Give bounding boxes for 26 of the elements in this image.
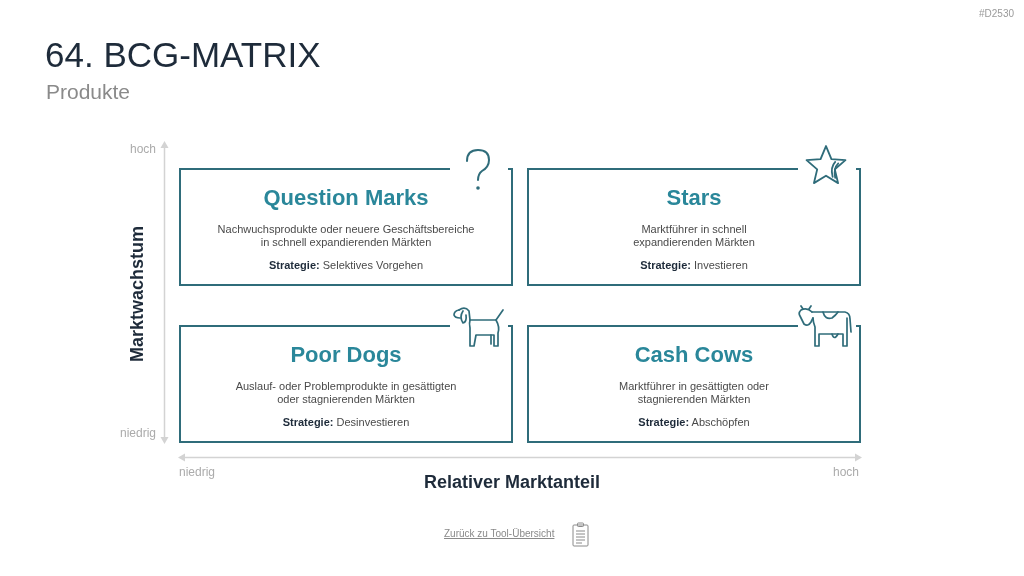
quadrant-box bbox=[527, 325, 861, 443]
strategy-text: Strategie: Abschöpfen bbox=[638, 416, 750, 429]
strategy-text: Strategie: Investieren bbox=[640, 259, 748, 272]
quadrant-title: Poor Dogs bbox=[290, 341, 402, 368]
strategy-text: Strategie: Desinvestieren bbox=[282, 416, 410, 429]
strategy-text: Strategie: Selektives Vorgehen bbox=[268, 259, 424, 272]
quadrant-description: Nachwuchsprodukte oder neuere Geschäftsbereiche in schnell expandierenden Märkten bbox=[216, 223, 476, 249]
quadrant-description: Auslauf- oder Problemprodukte in gesättigten oder stagnierenden Märkten bbox=[234, 380, 458, 406]
quadrant-description: Marktführer in schnell expandierenden Märkten bbox=[632, 223, 756, 249]
axis-end-label: hoch bbox=[129, 142, 156, 157]
quadrant-box bbox=[527, 168, 861, 286]
axis-end-label: niedrig bbox=[179, 465, 216, 480]
page-title: 64. BCG-MATRIX bbox=[45, 34, 321, 76]
quadrant-description: Marktführer in gesättigten oder stagnierenden Märkten bbox=[618, 380, 770, 406]
quadrant-title: Stars bbox=[666, 184, 722, 211]
axis-title: Relativer Marktanteil bbox=[422, 471, 602, 494]
axis-title: Marktwachstum bbox=[128, 226, 146, 363]
quadrant-box bbox=[179, 325, 513, 443]
axis-end-label: niedrig bbox=[119, 426, 156, 441]
slide-id: #D2530 bbox=[978, 8, 1014, 21]
page-subtitle: Produkte bbox=[46, 79, 131, 105]
quadrant-box bbox=[179, 168, 513, 286]
axis-end-label: hoch bbox=[832, 465, 859, 480]
quadrant-title: Cash Cows bbox=[634, 341, 754, 368]
back-link: Zurück zu Tool-Übersicht bbox=[444, 528, 555, 541]
quadrant-title: Question Marks bbox=[263, 184, 429, 211]
